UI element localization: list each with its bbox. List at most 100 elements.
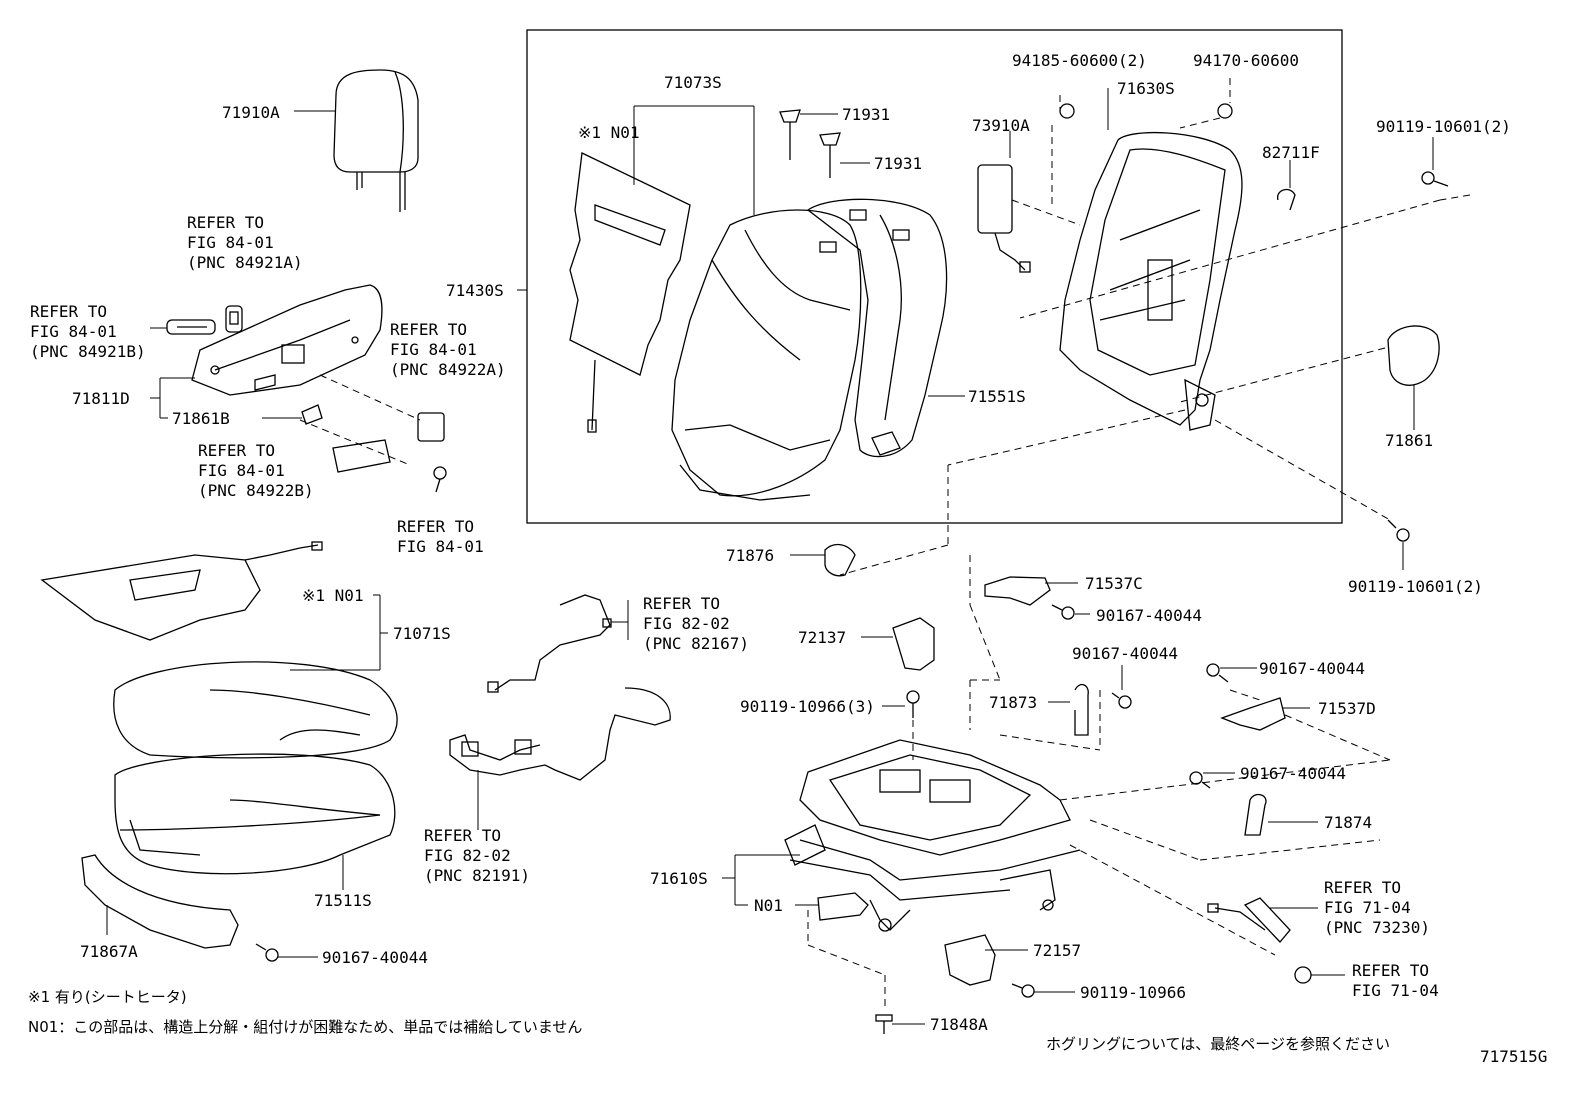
ref-82191-line3: (PNC 82191)	[424, 866, 530, 885]
cover-72157	[944, 934, 1028, 986]
ref-82167-line2: FIG 82-02	[643, 614, 730, 633]
label-71931-b: 71931	[874, 154, 922, 173]
side-cover-71811D	[191, 284, 383, 396]
seatback-group-box	[526, 29, 1343, 524]
switch-knob-84921B	[166, 319, 216, 335]
screw-8401	[433, 466, 447, 493]
label-71874: 71874	[1324, 813, 1372, 832]
ref-84922B-line2: FIG 84-01	[198, 461, 285, 480]
harness-82191	[449, 687, 671, 830]
ref-82167-line1: REFER TO	[643, 594, 720, 613]
label-72137: 72137	[798, 628, 846, 647]
label-71848A: 71848A	[930, 1015, 988, 1034]
label-90119-10966-3: 90119-10966(3)	[740, 697, 875, 716]
label-n01-low: N01	[754, 896, 783, 915]
label-71931-a: 71931	[842, 105, 890, 124]
label-n01-mid: ※1 N01	[302, 586, 364, 605]
label-71630S: 71630S	[1117, 79, 1175, 98]
ref-84921B-line1: REFER TO	[30, 302, 107, 321]
ref-82167-line3: (PNC 82167)	[643, 634, 749, 653]
ref-82191-line1: REFER TO	[424, 826, 501, 845]
ref-84921A-line3: (PNC 84921A)	[187, 253, 303, 272]
ref-84921B-line3: (PNC 84921B)	[30, 342, 146, 361]
label-90167-c: 90167-40044	[1259, 659, 1365, 678]
bolt-90119-10966	[1011, 983, 1075, 998]
label-73910A: 73910A	[972, 116, 1030, 135]
seatback-frame-71630S	[1059, 131, 1243, 431]
label-71071S: 71071S	[393, 624, 451, 643]
bolt-71848A	[875, 1014, 925, 1034]
ref-84922B-line3: (PNC 84922B)	[198, 481, 314, 500]
bolt-90119-top	[1421, 137, 1449, 187]
label-71867A: 71867A	[80, 942, 138, 961]
clip-71861B	[262, 404, 323, 425]
cap-94185	[1051, 95, 1075, 205]
label-71876: 71876	[726, 546, 774, 565]
connector-84922A	[319, 374, 445, 442]
ref-84922A-line2: FIG 84-01	[390, 340, 477, 359]
label-90167-bl: 90167-40044	[322, 948, 428, 967]
heater-mat-cushion	[40, 541, 388, 671]
motor-n01	[795, 892, 869, 921]
harness-82167	[487, 594, 629, 693]
screw-90167-d	[1189, 771, 1235, 789]
note-hog-ring: ホグリングについては、最終ページを参照ください	[1046, 1035, 1390, 1053]
switch-knob-84921A	[225, 305, 243, 333]
label-71811D: 71811D	[72, 389, 130, 408]
label-71073S: 71073S	[664, 73, 722, 92]
label-71430S: 71430S	[446, 281, 504, 300]
label-90167-d: 90167-40044	[1240, 764, 1346, 783]
ref-8401-line1: REFER TO	[397, 517, 474, 536]
clip-71876	[790, 543, 856, 577]
ref-7104-line2: FIG 71-04	[1352, 981, 1439, 1000]
heater-mat-seatback	[569, 152, 691, 433]
label-71873: 71873	[989, 693, 1037, 712]
seatback-cover-71073S	[671, 209, 862, 501]
bolt-90119-10966-3	[882, 690, 920, 760]
label-71861B: 71861B	[172, 409, 230, 428]
ref-8401-line2: FIG 84-01	[397, 537, 484, 556]
label-71551S: 71551S	[968, 387, 1026, 406]
screw-90167-c	[1206, 663, 1257, 683]
seat-adjuster-71610S	[784, 739, 1081, 932]
screw-90167-b	[1111, 665, 1132, 709]
ref-82191-line2: FIG 82-02	[424, 846, 511, 865]
label-90119-mid: 90119-10601(2)	[1348, 577, 1483, 596]
switch-84922B	[299, 419, 411, 473]
label-94185: 94185-60600(2)	[1012, 51, 1147, 70]
ref-84921A-line1: REFER TO	[187, 213, 264, 232]
figure-id: 717515G	[1480, 1047, 1547, 1066]
ref-84922A-line3: (PNC 84922A)	[390, 360, 506, 379]
label-71537D: 71537D	[1318, 699, 1376, 718]
clip-71931-a	[779, 109, 838, 160]
label-90119-10966: 90119-10966	[1080, 983, 1186, 1002]
label-71511S: 71511S	[314, 891, 372, 910]
bolt-7104	[1294, 966, 1345, 984]
seat-cushion-pad-71511S	[114, 753, 396, 890]
ref-84922A-line1: REFER TO	[390, 320, 467, 339]
bracket-71537C	[984, 576, 1078, 606]
seatbelt-buckle	[1207, 897, 1318, 943]
label-72157: 72157	[1033, 941, 1081, 960]
ref-84921B-line2: FIG 84-01	[30, 322, 117, 341]
cover-72137	[861, 617, 935, 671]
ref-7104-line1: REFER TO	[1352, 961, 1429, 980]
ref-73230-line2: FIG 71-04	[1324, 898, 1411, 917]
label-94170: 94170-60600	[1193, 51, 1299, 70]
hook-82711F	[1277, 160, 1296, 211]
label-90167-b: 90167-40044	[1072, 644, 1178, 663]
label-n01-top: ※1 N01	[578, 123, 640, 142]
label-71610S: 71610S	[650, 869, 708, 888]
trim-71867A	[81, 854, 239, 949]
clip-71931-b	[819, 132, 870, 178]
ref-73230-line3: (PNC 73230)	[1324, 918, 1430, 937]
bolt-90119-mid	[1387, 519, 1410, 570]
note-n01: N01：この部品は、構造上分解・組付けが困難なため、単品では補給していません	[28, 1018, 582, 1036]
knob-71861	[1179, 325, 1440, 430]
footnotes: ※1 有り(シートヒータ) N01：この部品は、構造上分解・組付けが困難なため、…	[28, 988, 1547, 1066]
label-71861: 71861	[1385, 431, 1433, 450]
airbag-73910A	[977, 164, 1081, 273]
hook-71873	[1048, 683, 1089, 736]
note-heater: ※1 有り(シートヒータ)	[28, 988, 187, 1006]
